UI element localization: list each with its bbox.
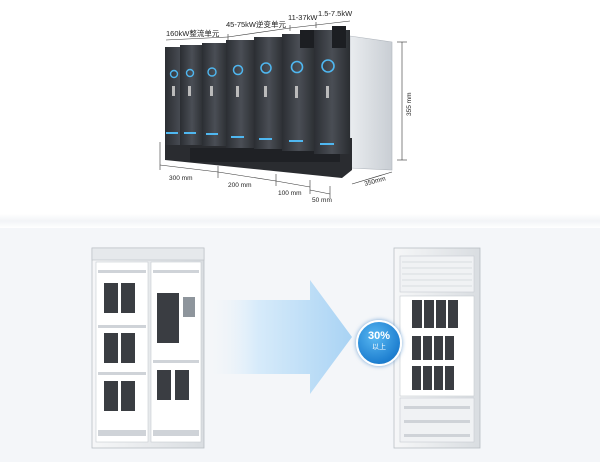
module-2 [180, 45, 204, 145]
module-3 [202, 43, 228, 146]
space-saving-badge: 30% 以上 [356, 320, 402, 366]
transition-arrow [206, 280, 352, 394]
module-6 [282, 30, 316, 151]
dimension-lines [159, 41, 407, 198]
traditional-cabinet [91, 247, 205, 449]
rectifier-label: 160kW整流单元 [166, 29, 220, 38]
modular-cabinet [393, 247, 481, 449]
module-4 [226, 40, 256, 148]
modular-drive-illustration [159, 20, 407, 198]
section-divider [0, 214, 600, 228]
width-100-dimension: 100 mm [278, 190, 302, 197]
drive-modules [165, 26, 350, 154]
badge-percentage: 30% [367, 330, 391, 342]
module-7 [314, 26, 350, 154]
badge-subtitle: 以上 [372, 344, 386, 351]
width-50-dimension: 50 mm [312, 197, 332, 204]
modular-drive-panel: 160kW整流单元 45-75kW逆变单元 11-37kW 1.5-7.5kW … [0, 0, 600, 214]
terminal-block [190, 148, 340, 162]
small-range-label: 1.5-7.5kW [318, 9, 353, 18]
module-5 [254, 37, 284, 149]
width-300-dimension: 300 mm [169, 175, 193, 182]
width-200-dimension: 200 mm [228, 182, 252, 189]
mid-range-label: 11-37kW [288, 13, 318, 22]
label-brackets [165, 20, 351, 41]
inverter-label: 45-75kW逆变单元 [226, 20, 287, 29]
